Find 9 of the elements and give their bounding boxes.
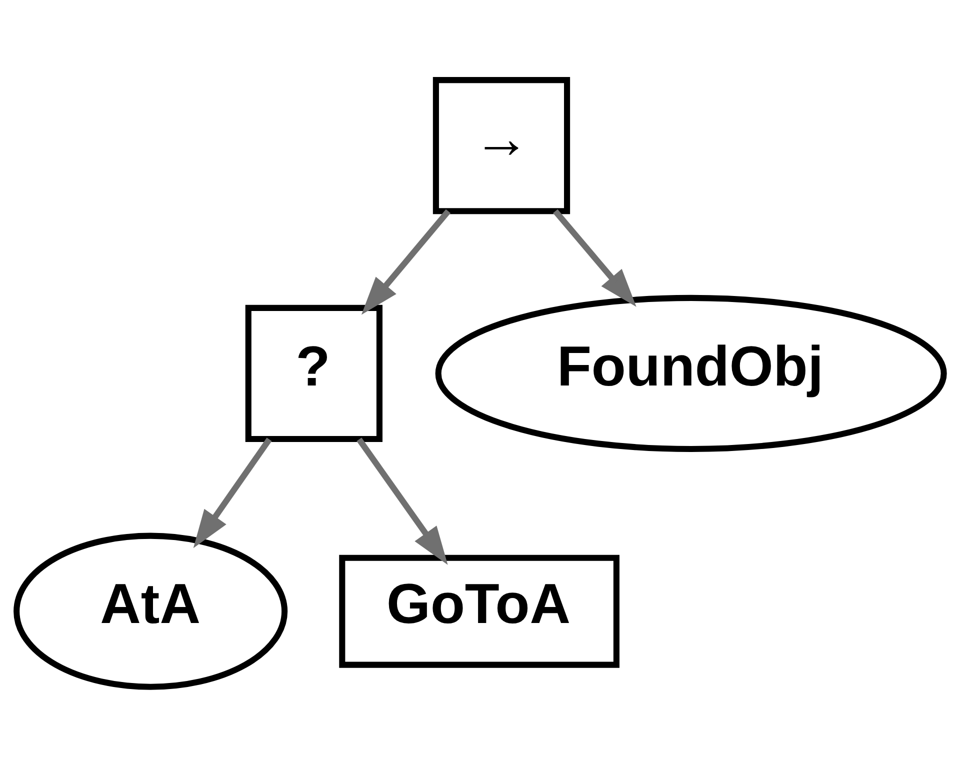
node-ellipse: FoundObj	[435, 294, 947, 452]
arrow	[356, 438, 448, 565]
arrow	[193, 438, 272, 548]
node-ellipse: AtA	[14, 532, 288, 690]
arrow	[553, 209, 636, 307]
node-box: →	[432, 77, 570, 214]
node-box: GoToA	[339, 554, 620, 668]
arrow	[361, 209, 451, 315]
node-box: ?	[245, 304, 382, 442]
